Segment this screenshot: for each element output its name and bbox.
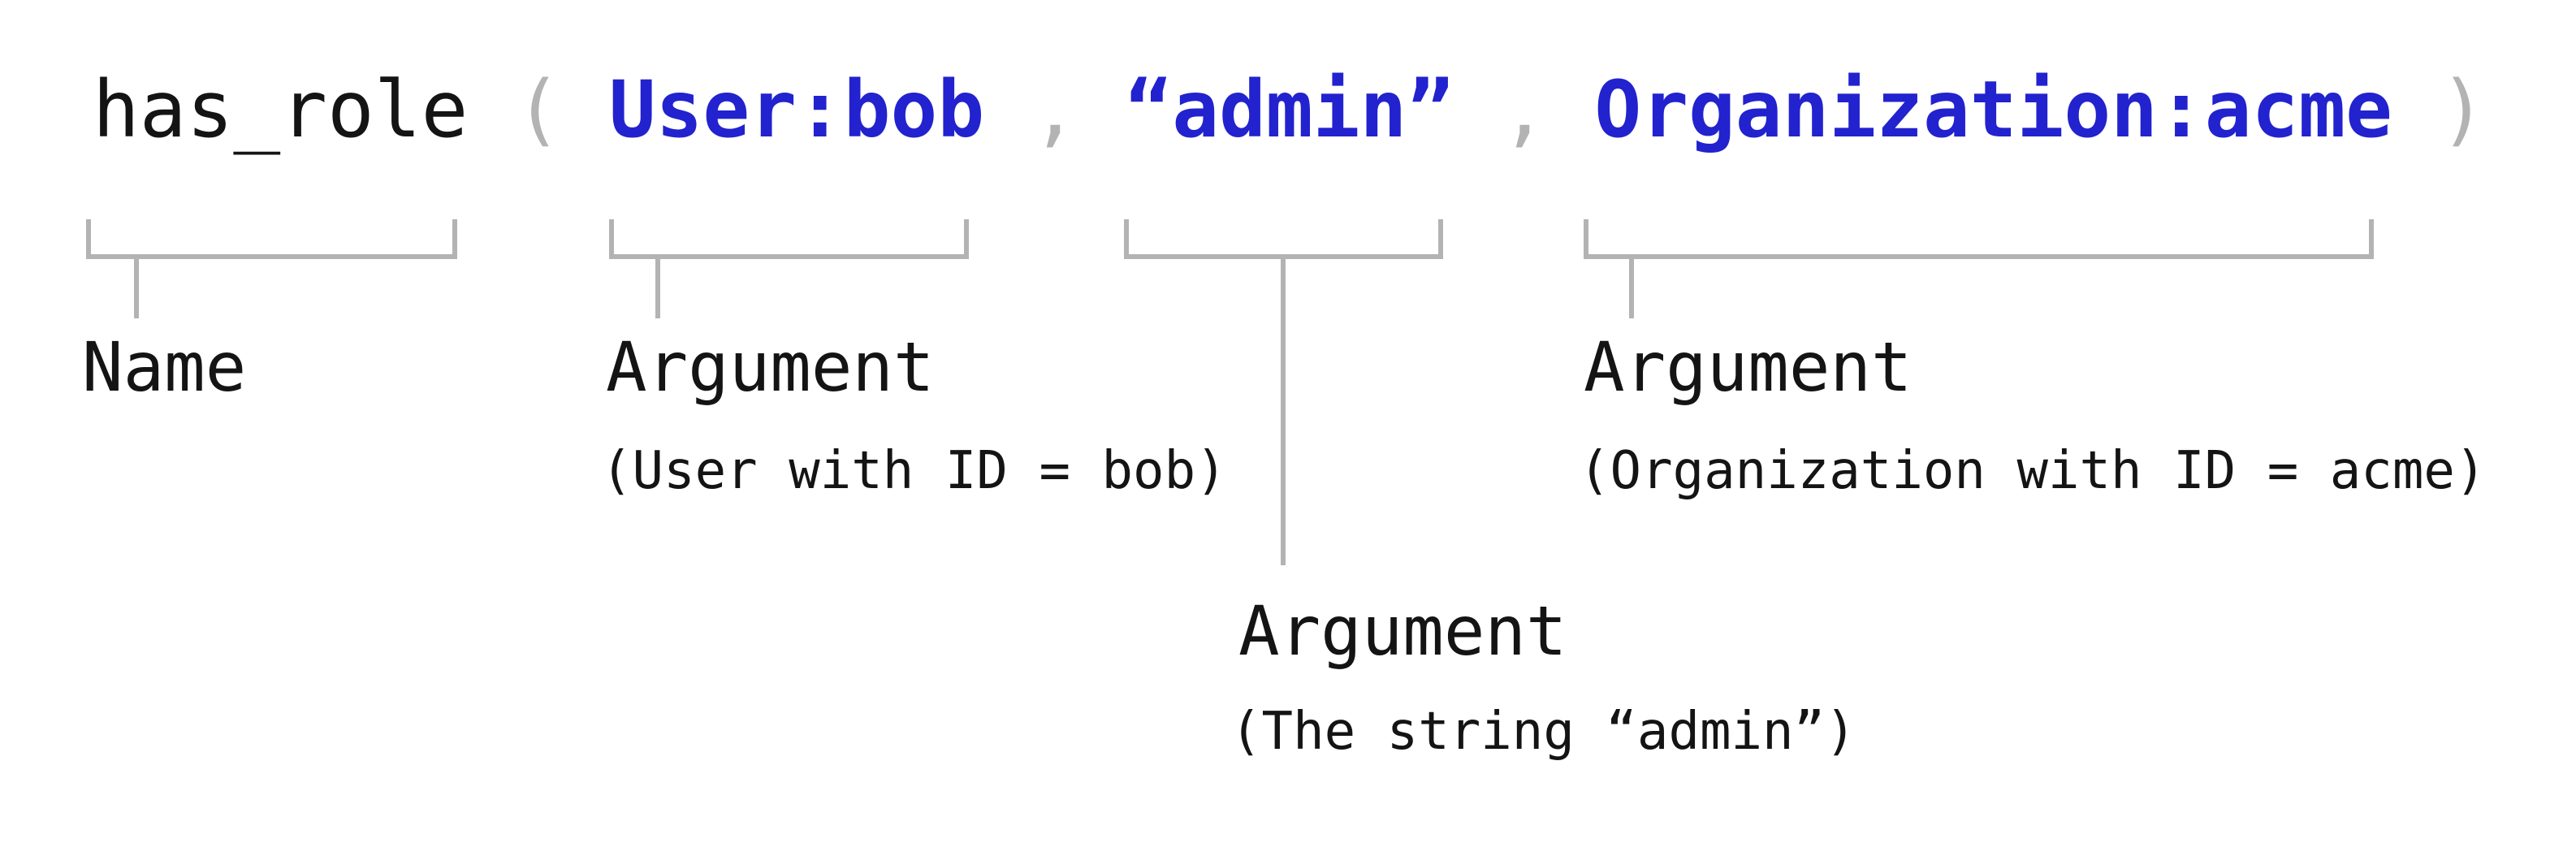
callout-argument-string-detail: (The string “admin”) <box>1230 702 1856 762</box>
close-paren: ) <box>2439 64 2487 155</box>
callout-argument-user-detail: (User with ID = bob) <box>601 441 1227 501</box>
comma-separator: , <box>1500 64 1548 155</box>
stem-function-name <box>134 259 139 318</box>
bracket-function-name <box>86 219 457 259</box>
function-name: has_role <box>93 64 469 155</box>
code-expression: has_role(User:bob,“admin”,Organization:a… <box>93 71 2487 149</box>
callout-argument-user-label: Argument <box>606 327 935 407</box>
argument-organization: Organization:acme <box>1594 64 2392 155</box>
argument-string: “admin” <box>1125 64 1454 155</box>
callout-argument-string-label: Argument <box>1238 591 1567 671</box>
stem-argument-string <box>1281 259 1286 565</box>
bracket-argument-user <box>609 219 969 259</box>
open-paren: ( <box>515 64 562 155</box>
callout-argument-organization-label: Argument <box>1584 327 1913 407</box>
callout-argument-organization-detail: (Organization with ID = acme) <box>1579 441 2487 501</box>
stem-argument-organization <box>1629 259 1634 318</box>
bracket-argument-organization <box>1584 219 2374 259</box>
callout-name-label: Name <box>82 327 247 407</box>
stem-argument-user <box>655 259 660 318</box>
comma-separator: , <box>1031 64 1078 155</box>
argument-user: User:bob <box>608 64 985 155</box>
bracket-argument-string <box>1124 219 1443 259</box>
